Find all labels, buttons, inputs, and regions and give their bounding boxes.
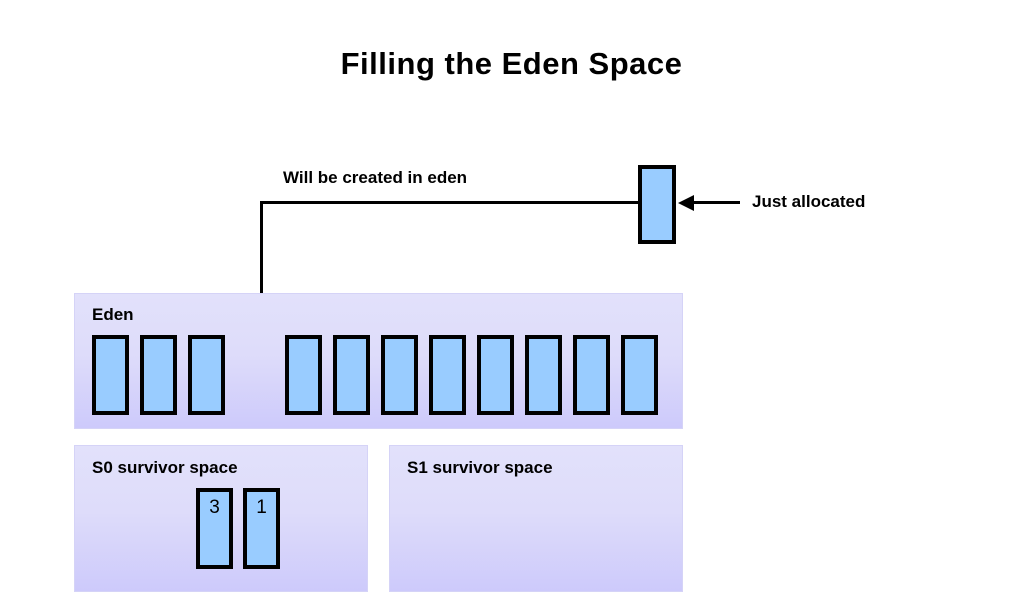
eden-object-box <box>477 335 514 415</box>
s0-object-age-label: 3 <box>209 497 220 518</box>
eden-object-box <box>573 335 610 415</box>
just-allocated-arrowhead-icon <box>678 195 694 211</box>
eden-object-box <box>92 335 129 415</box>
s0-object-box: 1 <box>243 488 280 569</box>
page-title: Filling the Eden Space <box>340 46 683 81</box>
eden-object-box <box>333 335 370 415</box>
eden-object-box <box>381 335 418 415</box>
eden-region-title: Eden <box>92 305 134 324</box>
s1-survivor-region-panel <box>389 445 683 592</box>
eden-object-box <box>188 335 225 415</box>
eden-object-box <box>285 335 322 415</box>
eden-object-box <box>429 335 466 415</box>
s0-object-age-label: 1 <box>256 497 267 518</box>
s0-object-box: 3 <box>196 488 233 569</box>
just-allocated-pointer-line <box>693 201 740 204</box>
eden-leader-horizontal-line <box>260 201 640 204</box>
will-be-created-label: Will be created in eden <box>283 168 468 187</box>
s0-survivor-region-title: S0 survivor space <box>92 458 238 477</box>
s1-survivor-region-title: S1 survivor space <box>407 458 553 477</box>
eden-object-box <box>525 335 562 415</box>
allocated-object-box <box>638 165 676 244</box>
eden-leader-vertical-line <box>260 201 263 359</box>
eden-object-box <box>140 335 177 415</box>
eden-object-box <box>621 335 658 415</box>
just-allocated-label: Just allocated <box>752 192 866 211</box>
